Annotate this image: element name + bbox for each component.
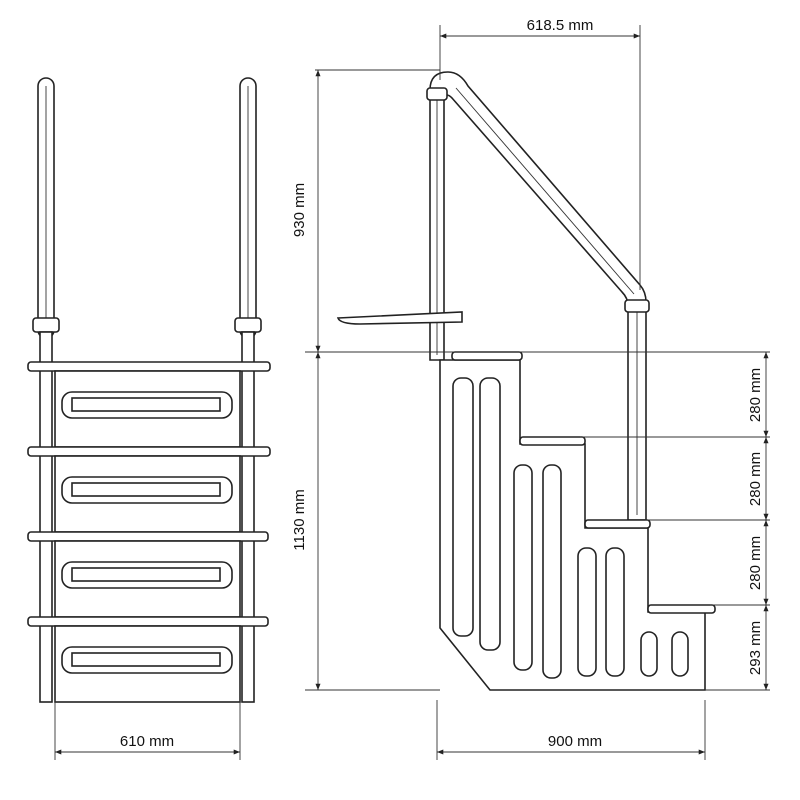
front-step-slot (71, 567, 221, 582)
platform (336, 311, 463, 325)
front-step-tread (27, 616, 269, 627)
left-rail (32, 77, 60, 703)
handrail (426, 71, 650, 521)
step-rise-2-label: 280 mm (747, 452, 764, 506)
front-width-dimension: 610 mm (54, 700, 241, 760)
side-rib-slot (513, 464, 533, 671)
side-step-tread (584, 519, 651, 529)
front-step-slot (71, 652, 221, 667)
side-dimensions: 930 mm 1130 mm 618.5 mm 280 mm 280 mm 28… (291, 17, 770, 760)
side-step-tread (647, 604, 716, 614)
front-step-slot (71, 482, 221, 497)
front-step-tread (27, 446, 271, 457)
total-height-label: 1130 mm (291, 489, 308, 550)
front-step-tread (27, 361, 271, 372)
right-rail (234, 77, 262, 703)
side-rib-slot (640, 631, 658, 677)
handrail-height-label: 930 mm (291, 183, 308, 237)
step-rise-3-label: 280 mm (747, 536, 764, 590)
side-rib-slot (577, 547, 597, 677)
front-view: 610 mm (27, 77, 271, 760)
front-step-slot (71, 397, 221, 412)
front-width-label: 610 mm (120, 733, 174, 750)
side-step-tread (519, 436, 586, 446)
step-rise-bottom-label: 293 mm (747, 621, 764, 675)
side-rib-slot (479, 377, 501, 651)
front-step-tread (27, 531, 269, 542)
step-rise-1-label: 280 mm (747, 368, 764, 422)
side-step-tread (451, 351, 523, 361)
side-depth-label: 900 mm (548, 733, 602, 750)
side-rib-slot (671, 631, 689, 677)
side-rib-slot (605, 547, 625, 677)
side-rib-slot (452, 377, 474, 637)
handrail-reach-label: 618.5 mm (527, 17, 594, 34)
side-rib-slot (542, 464, 562, 679)
stair-body (439, 351, 716, 691)
front-steps (27, 361, 271, 703)
side-view: 930 mm 1130 mm 618.5 mm 280 mm 280 mm 28… (291, 17, 770, 760)
